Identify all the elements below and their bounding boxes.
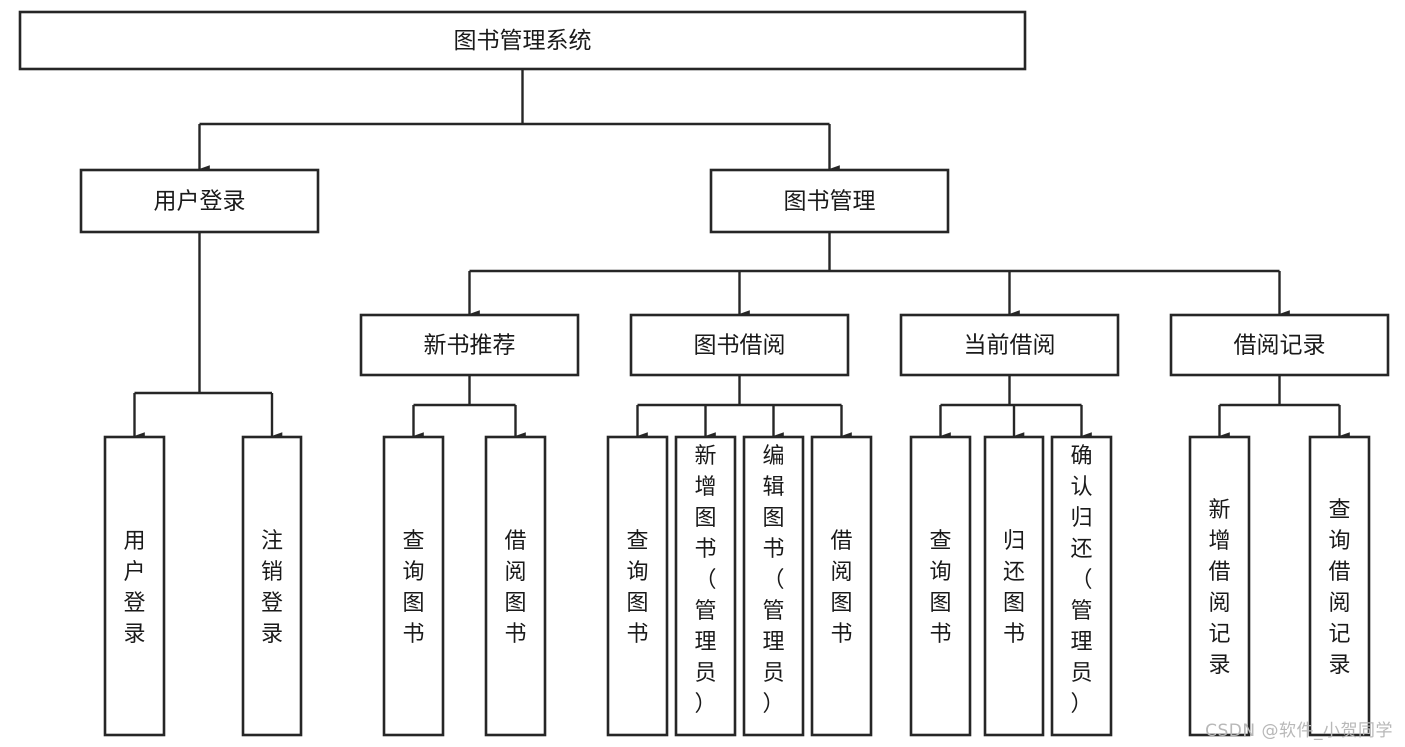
node-root[interactable]: 图书管理系统 bbox=[18, 10, 1027, 71]
node-box bbox=[629, 313, 850, 377]
node-label: 新书推荐 bbox=[424, 333, 516, 359]
node-book-borrow[interactable]: 图书借阅 bbox=[629, 313, 850, 377]
node-label: 查询图书 bbox=[929, 529, 951, 647]
node-label: 查询图书 bbox=[402, 529, 424, 647]
node-box bbox=[1308, 435, 1371, 737]
node-box bbox=[909, 435, 972, 737]
node-leaf-query-record[interactable]: 查询借阅记录 bbox=[1308, 435, 1371, 737]
node-box bbox=[18, 10, 1027, 71]
node-book-manage[interactable]: 图书管理 bbox=[709, 168, 950, 234]
node-label: 注销登录 bbox=[261, 529, 283, 647]
node-label: 图书管理 bbox=[784, 189, 876, 215]
node-label: 借阅图书 bbox=[830, 529, 852, 647]
node-label: 新增借阅记录 bbox=[1208, 498, 1230, 678]
node-box bbox=[674, 435, 737, 737]
edge-layer bbox=[133, 69, 1350, 440]
node-box bbox=[103, 435, 166, 737]
node-label: 用户登录 bbox=[154, 189, 246, 215]
node-label: 编辑图书（管理员） bbox=[762, 444, 784, 717]
node-box bbox=[382, 435, 445, 737]
node-box bbox=[1050, 435, 1113, 737]
node-leaf-confirm-return[interactable]: 确认归还（管理员） bbox=[1050, 435, 1113, 737]
node-box bbox=[484, 435, 547, 737]
node-leaf-query-book-1[interactable]: 查询图书 bbox=[382, 435, 445, 737]
node-leaf-add-book[interactable]: 新增图书（管理员） bbox=[674, 435, 737, 737]
node-label: 归还图书 bbox=[1003, 529, 1025, 647]
node-leaf-user-login[interactable]: 用户登录 bbox=[103, 435, 166, 737]
node-box bbox=[241, 435, 303, 737]
node-box bbox=[899, 313, 1120, 377]
node-box bbox=[709, 168, 950, 234]
node-box bbox=[983, 435, 1045, 737]
node-leaf-query-book-2[interactable]: 查询图书 bbox=[606, 435, 669, 737]
node-label: 图书管理系统 bbox=[454, 28, 592, 54]
node-leaf-logout[interactable]: 注销登录 bbox=[241, 435, 303, 737]
node-box bbox=[1169, 313, 1390, 377]
node-user-login[interactable]: 用户登录 bbox=[79, 168, 320, 234]
node-leaf-query-book-3[interactable]: 查询图书 bbox=[909, 435, 972, 737]
node-label: 查询图书 bbox=[626, 529, 648, 647]
node-box bbox=[810, 435, 873, 737]
node-label: 新增图书（管理员） bbox=[694, 444, 716, 717]
node-label: 确认归还（管理员） bbox=[1070, 444, 1092, 717]
node-layer: 图书管理系统用户登录图书管理新书推荐图书借阅当前借阅借阅记录用户登录注销登录查询… bbox=[18, 10, 1390, 737]
node-leaf-return-book[interactable]: 归还图书 bbox=[983, 435, 1045, 737]
node-leaf-add-record[interactable]: 新增借阅记录 bbox=[1188, 435, 1251, 737]
node-box bbox=[1188, 435, 1251, 737]
node-label: 查询借阅记录 bbox=[1328, 498, 1350, 678]
node-label: 当前借阅 bbox=[964, 333, 1056, 359]
node-label: 图书借阅 bbox=[694, 333, 786, 359]
node-borrow-record[interactable]: 借阅记录 bbox=[1169, 313, 1390, 377]
node-leaf-edit-book[interactable]: 编辑图书（管理员） bbox=[742, 435, 805, 737]
node-box bbox=[359, 313, 580, 377]
node-box bbox=[606, 435, 669, 737]
node-box bbox=[79, 168, 320, 234]
node-box bbox=[742, 435, 805, 737]
node-label: 借阅记录 bbox=[1234, 333, 1326, 359]
node-label: 用户登录 bbox=[123, 529, 145, 647]
node-new-book-rec[interactable]: 新书推荐 bbox=[359, 313, 580, 377]
node-current-borrow[interactable]: 当前借阅 bbox=[899, 313, 1120, 377]
node-label: 借阅图书 bbox=[504, 529, 526, 647]
node-leaf-borrow-book-1[interactable]: 借阅图书 bbox=[484, 435, 547, 737]
node-leaf-borrow-book-2[interactable]: 借阅图书 bbox=[810, 435, 873, 737]
